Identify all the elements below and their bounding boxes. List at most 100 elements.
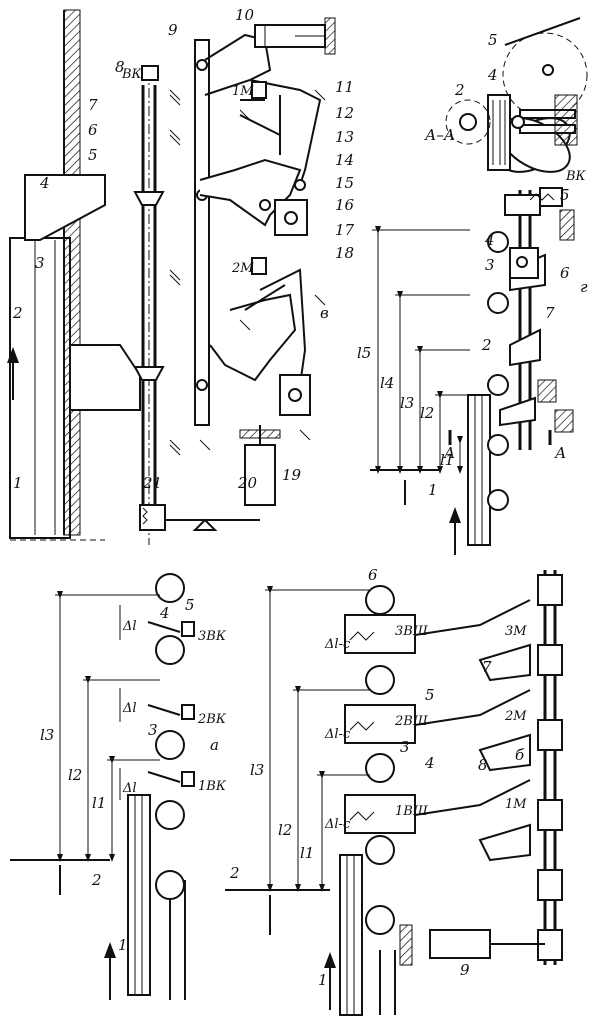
v-part-14: 14 [335,151,354,169]
view-b-labels: l3 l2 l1 Δl-c Δl-c Δl-c 1 2 3 4 5 6 7 8 … [229,566,527,989]
b-stop-1vsh: 1ВШ [395,804,429,819]
view-a-caption: а [210,736,219,754]
a-switch-3vk: 3ВК [198,629,227,644]
g-dim-l3: l3 [400,394,414,412]
b-dim-dlc-1: Δl-c [324,637,351,652]
v-part-8: 8 [115,58,125,76]
a-part-2: 2 [91,871,102,889]
a-part-4: 4 [159,604,170,622]
v-part-10: 10 [235,6,255,24]
g-part-2: 2 [481,336,492,354]
g-dim-l5: l5 [357,344,371,362]
v-part-17: 17 [335,221,355,239]
b-stop-2vsh: 2ВШ [394,714,429,729]
b-part-1: 1 [318,971,328,989]
g-part-7: 7 [545,304,555,322]
view-b-caption: б [515,746,525,764]
v-switch-vk: ВК [121,67,143,82]
g-switch-vk: ВК [565,169,587,184]
b-dim-l2: l2 [278,821,292,839]
v-part-9: 9 [168,21,178,39]
a-dim-l2: l2 [68,766,82,784]
aa-part-5: 5 [488,31,498,49]
conveyor-bed [63,9,81,536]
b-magnet-3m: 3М [505,624,527,639]
aa-part-2: 2 [454,81,465,99]
a-part-5: 5 [185,596,195,614]
b-cylinder-9 [429,929,491,959]
b-workpiece [339,854,363,1016]
b-dim-l1: l1 [300,844,314,862]
a-part-3: 3 [148,721,158,739]
g-workpiece [467,394,491,546]
v-part-19: 19 [282,466,302,484]
g-section-mark-2: А [554,444,566,462]
view-b [225,570,563,1016]
a-dim-dl-1: Δl [122,619,137,634]
view-v-caption: в [320,304,329,322]
v-part-18: 18 [335,244,354,262]
view-v [7,9,336,545]
b-dim-dlc-3: Δl-c [324,817,351,832]
stop-2 [69,344,141,411]
b-part-9: 9 [460,961,470,979]
view-aa-labels: А–А 2 4 5 [424,31,498,144]
g-part-3: 3 [485,256,495,274]
v-part-13: 13 [335,128,354,146]
aa-part-4: 4 [487,66,498,84]
b-part-4: 4 [424,754,435,772]
a-dim-l3: l3 [40,726,54,744]
view-v-labels: 1 2 3 4 5 6 7 8 9 10 11 12 13 14 15 16 1… [12,6,355,492]
b-part-7: 7 [482,658,492,676]
lever-linkage [204,33,272,96]
g-part-5: 5 [560,186,570,204]
view-g-caption: г [580,278,588,296]
v-part-15: 15 [335,174,354,192]
b-part-3: 3 [400,738,410,756]
v-part-4: 4 [39,174,50,192]
v-part-16: 16 [335,196,355,214]
a-part-1: 1 [118,936,128,954]
a-dim-dl-2: Δl [122,701,137,716]
view-aa [445,17,588,173]
b-part-6: 6 [368,566,378,584]
a-dim-dl-3: Δl [122,781,137,796]
view-g-labels: l5 l4 l3 l2 l1 1 2 3 4 5 6 7 ВК г А А [357,169,588,499]
v-part-11: 11 [335,78,354,96]
b-magnet-2m: 2М [504,709,527,724]
b-part-2: 2 [229,864,240,882]
view-g [370,187,575,555]
v-part-3: 3 [35,254,45,272]
cylinder-19 [244,444,276,506]
b-dim-dlc-2: Δl-c [324,727,351,742]
g-dim-l1: l1 [440,451,454,469]
a-workpiece [127,794,151,996]
v-magnet-2m: 2М [231,261,254,276]
a-dim-l1: l1 [92,794,106,812]
b-stop-3vsh: 3ВШ [395,624,429,639]
g-dim-l2: l2 [420,404,434,422]
a-switch-2vk: 2ВК [197,712,227,727]
plate-3 [9,237,71,539]
a-switch-1vk: 1ВК [198,779,227,794]
v-part-12: 12 [335,104,354,122]
v-part-7: 7 [88,96,98,114]
cam-lever-lower [209,293,297,382]
v-part-21: 21 [142,474,162,492]
v-part-20: 20 [237,474,258,492]
aa-section-title: А–А [424,126,455,144]
g-dim-l4: l4 [380,374,394,392]
v-magnet-1m: 1М [232,84,254,99]
v-part-5: 5 [88,146,98,164]
b-part-8: 8 [478,756,488,774]
view-a [10,573,195,1000]
b-dim-l3: l3 [250,761,264,779]
g-section-mark-1: А [443,444,455,462]
v-part-1: 1 [13,474,23,492]
rod-9 [194,39,210,426]
stop-4 [24,174,106,241]
g-part-6: 6 [560,264,570,282]
b-part-5: 5 [425,686,435,704]
